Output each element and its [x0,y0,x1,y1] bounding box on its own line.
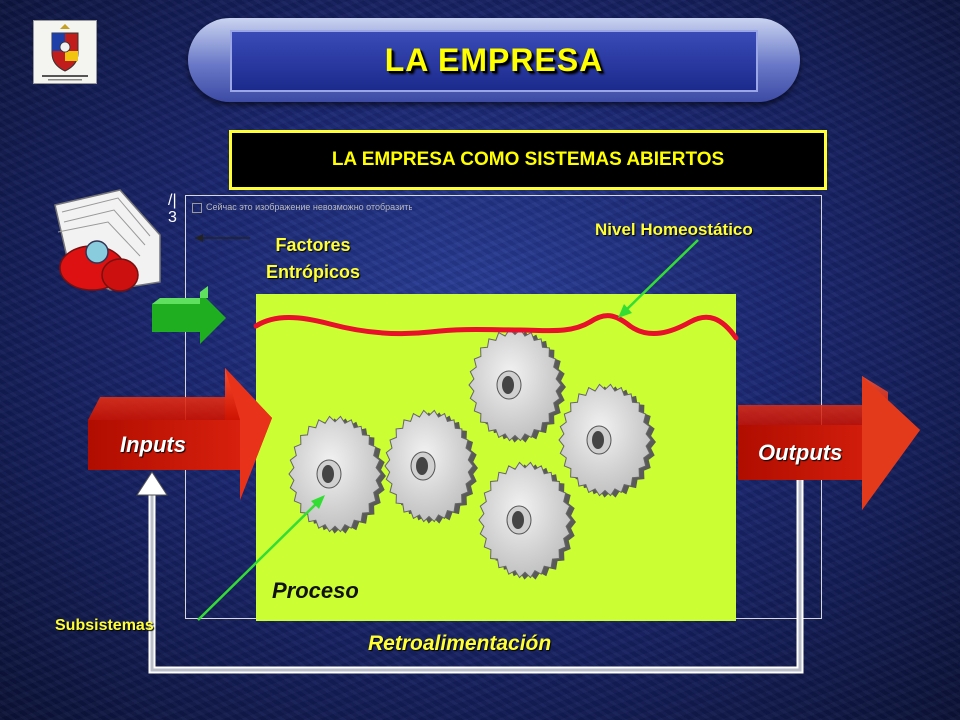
factores-line: Factores [275,235,351,255]
entropicos-line: Entrópicos [265,262,360,282]
subsistemas-pointer [197,495,325,621]
gear-5 [478,461,576,580]
factores-label: Factores Entrópicos [238,232,388,286]
broken-image-icon [192,202,202,213]
nivel-pointer [618,239,699,318]
outputs-label: Outputs [758,440,843,465]
nivel-homeostatico-label: Nivel Homeostático [595,220,753,239]
broken-image-placeholder: Сейчас это изображение невозможно отобра… [192,199,412,215]
subtitle-box [229,130,827,190]
outputs-arrow [738,376,920,510]
homeostatic-level-wave [253,313,739,341]
retroalimentacion-label: Retroalimentación [368,632,552,655]
gear-2 [384,409,478,524]
green-input-arrow [152,286,226,344]
feedback-loop [136,471,804,674]
gear-4 [558,383,656,498]
gear-icon [288,328,656,580]
broken-image-text: Сейчас это изображение невозможно отобра… [206,202,412,212]
inputs-label: Inputs [120,432,186,457]
university-crest-icon [33,20,97,84]
subsistemas-label: Subsistemas [55,617,154,634]
slide-title: LA EMPRESA [384,42,604,78]
proceso-label: Proceso [272,578,359,603]
slide-subtitle: LA EMPRESA COMO SISTEMAS ABIERTOS [331,149,725,170]
gear-3 [468,328,566,443]
inputs-arrow [88,368,272,500]
svg-text:/|: /| [168,192,177,209]
entropy-clipart-icon: /| 3 [54,189,250,292]
svg-text:3: 3 [168,209,177,226]
title-banner-inner [230,30,758,92]
